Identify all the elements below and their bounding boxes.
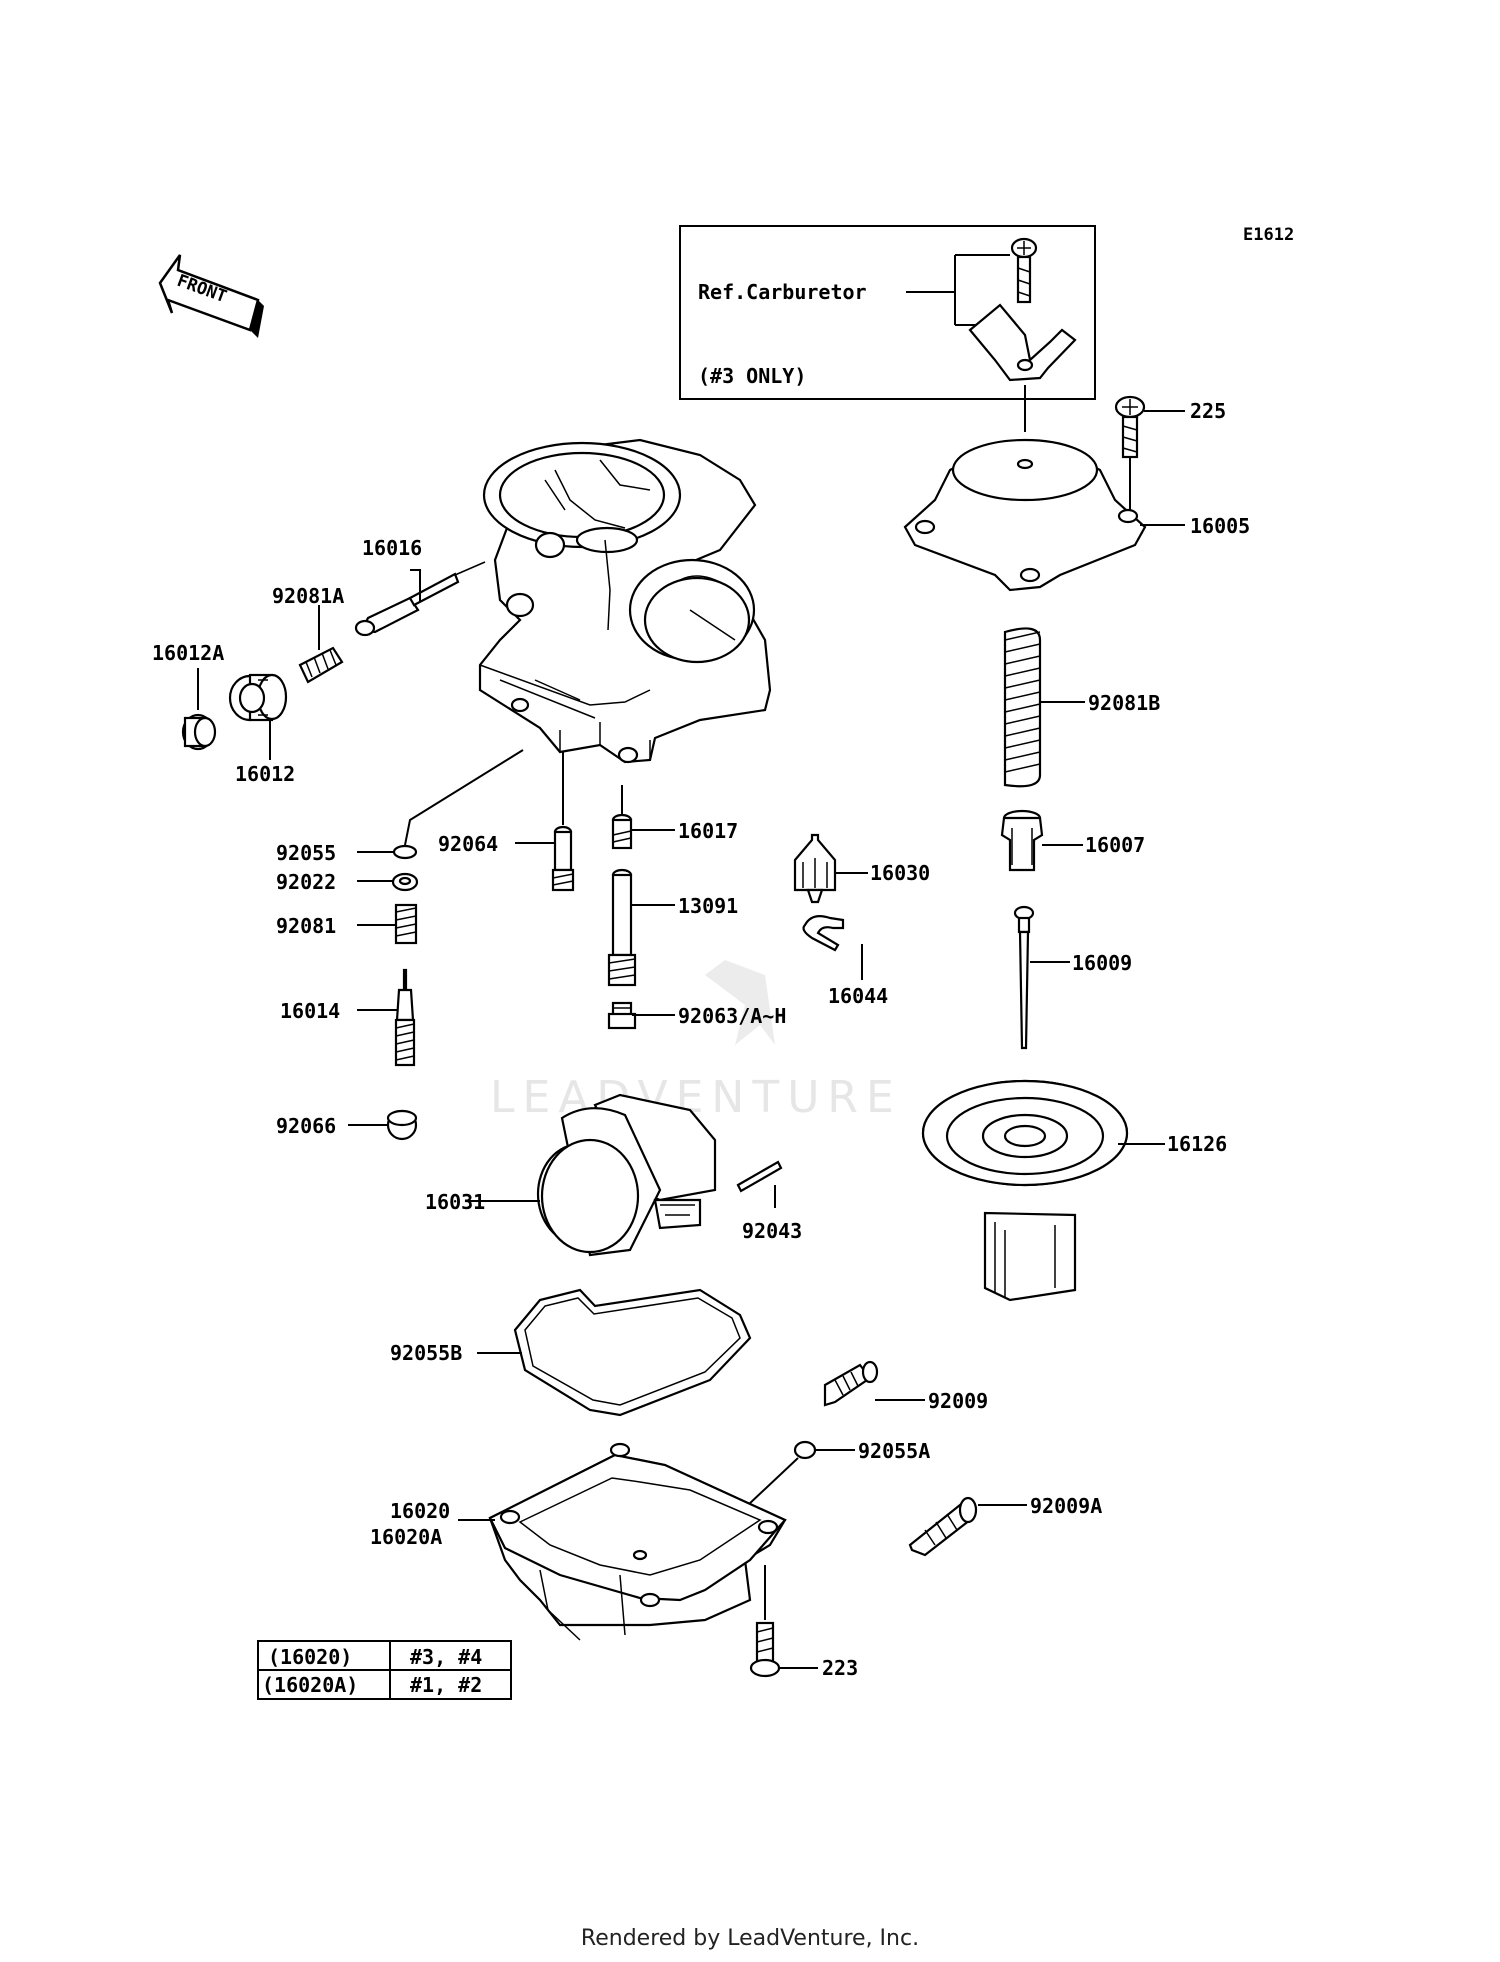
- part-16009-jet-needle: [1013, 905, 1035, 1050]
- label-16017: 16017: [678, 819, 738, 843]
- label-223: 223: [822, 1656, 858, 1680]
- part-92063-main-jet: [607, 1001, 637, 1030]
- part-16030-float-valve: [793, 833, 837, 904]
- label-92022: 92022: [276, 870, 336, 894]
- table-cell-models: #3, #4: [410, 1645, 482, 1669]
- label-16020: 16020: [390, 1499, 450, 1523]
- label-16016: 16016: [362, 536, 422, 560]
- part-92055-o-ring: [392, 844, 418, 860]
- label-13091: 13091: [678, 894, 738, 918]
- label-16014: 16014: [280, 999, 340, 1023]
- label-92055A: 92055A: [858, 1439, 930, 1463]
- label-92081: 92081: [276, 914, 336, 938]
- label-16030: 16030: [870, 861, 930, 885]
- part-225-screw: [1114, 395, 1146, 459]
- table-cell-part: (16020): [268, 1645, 352, 1669]
- ref-box-note: (#3 ONLY): [698, 364, 806, 388]
- label-16020A: 16020A: [370, 1525, 442, 1549]
- ref-box-title: Ref.Carburetor: [698, 280, 867, 304]
- label-16044: 16044: [828, 984, 888, 1008]
- label-92081A: 92081A: [272, 584, 344, 608]
- part-92022-washer: [391, 872, 419, 892]
- label-16126: 16126: [1167, 1132, 1227, 1156]
- carburetor-body: [478, 438, 772, 764]
- part-16012-nut: [228, 673, 288, 722]
- part-92043-pin: [736, 1160, 783, 1193]
- label-92055B: 92055B: [390, 1341, 462, 1365]
- label-16012: 16012: [235, 762, 295, 786]
- label-16007: 16007: [1085, 833, 1145, 857]
- part-92064-jet-holder: [551, 825, 575, 892]
- label-92066: 92066: [276, 1114, 336, 1138]
- part-92081-spring: [394, 903, 418, 945]
- footer-credit: Rendered by LeadVenture, Inc.: [580, 1926, 920, 1951]
- table-cell-part: (16020A): [262, 1673, 358, 1697]
- label-92009: 92009: [928, 1389, 988, 1413]
- part-16012A-cap: [181, 713, 217, 751]
- part-92066-plug: [386, 1109, 418, 1141]
- label-92063: 92063/A~H: [678, 1004, 786, 1028]
- label-92055: 92055: [276, 841, 336, 865]
- bracket-icon: [968, 303, 1077, 382]
- ref-carburetor-box: Ref.Carburetor (#3 ONLY): [679, 225, 1096, 400]
- part-92009A-screw: [908, 1496, 978, 1557]
- part-13091-needle-jet: [607, 868, 637, 987]
- part-16020-float-bowl: [488, 1442, 787, 1641]
- label-92009A: 92009A: [1030, 1494, 1102, 1518]
- label-16005: 16005: [1190, 514, 1250, 538]
- watermark-text: LEADVENTURE: [490, 1072, 902, 1123]
- label-92043: 92043: [742, 1219, 802, 1243]
- part-16031-float: [536, 1093, 717, 1257]
- part-16007-holder: [1000, 809, 1044, 872]
- screw-icon: [1010, 237, 1038, 304]
- part-92055A-o-ring: [793, 1440, 817, 1460]
- part-16044-clip: [802, 915, 845, 952]
- part-16005-top-cover: [903, 438, 1147, 592]
- part-223-screw: [749, 1621, 781, 1678]
- application-table: (16020) #3, #4 (16020A) #1, #2: [257, 1640, 512, 1700]
- diagram-code: E1612: [1243, 225, 1294, 245]
- label-225: 225: [1190, 399, 1226, 423]
- part-16017-jet: [611, 813, 633, 850]
- watermark: LEADVENTURE: [490, 960, 902, 1123]
- label-16012A: 16012A: [152, 641, 224, 665]
- label-92081B: 92081B: [1088, 691, 1160, 715]
- label-92064: 92064: [438, 832, 498, 856]
- part-92081B-spring: [1003, 627, 1042, 788]
- front-arrow-icon: FRONT: [158, 254, 264, 338]
- part-16126-vacuum-piston: [921, 1079, 1129, 1302]
- part-92081A-spring: [298, 646, 344, 684]
- label-16009: 16009: [1072, 951, 1132, 975]
- part-92055B-gasket: [513, 1288, 752, 1417]
- table-cell-models: #1, #2: [410, 1673, 482, 1697]
- part-16016-starter-plunger: [354, 561, 486, 637]
- part-16014-pilot-screw: [394, 968, 416, 1067]
- label-16031: 16031: [425, 1190, 485, 1214]
- part-92009-screw: [823, 1360, 879, 1407]
